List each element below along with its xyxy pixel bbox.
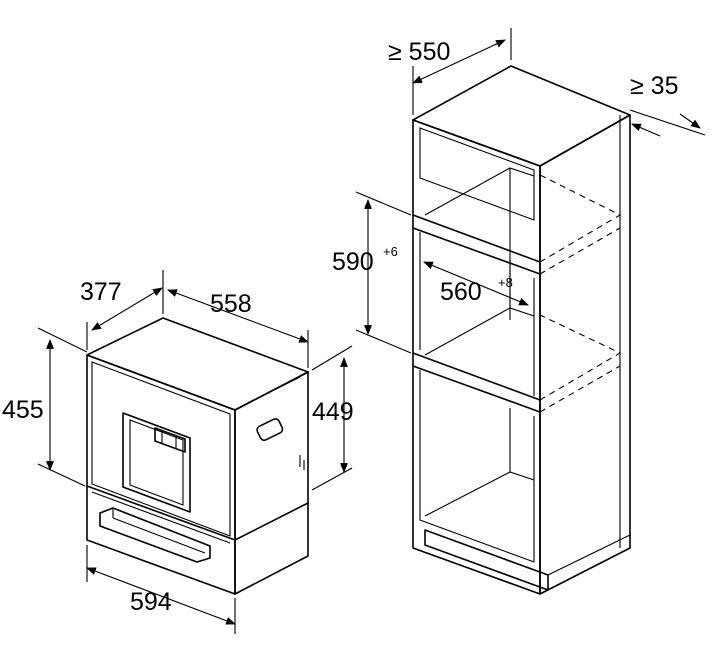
appliance-drawing (86, 317, 309, 595)
dispenser-opening (122, 412, 191, 513)
drawer-separator (86, 485, 309, 541)
upper-shelf-front (412, 214, 541, 263)
dim-cabinet-depth: ≥ 550 (388, 38, 450, 66)
coffee-spout (154, 427, 186, 453)
hidden-shelf-upper (539, 174, 622, 263)
cabinet-top-face (412, 65, 631, 167)
dim-niche-height-tolerance: +6 (383, 244, 398, 259)
drawer-top-edge (91, 491, 231, 544)
dim-niche-height: 590 (332, 248, 374, 276)
dim-niche-width-tolerance: +8 (498, 275, 513, 290)
appliance-side-face (234, 371, 309, 595)
appliance-front-panel (91, 361, 231, 537)
dim-appliance-height-right: 449 (312, 398, 354, 426)
lower-shelf-front (412, 352, 541, 401)
cabinet-front-frame (412, 119, 541, 595)
dim-cabinet-gap: ≥ 35 (630, 72, 678, 100)
dim-appliance-height: 455 (2, 396, 44, 424)
cabinet-drawing (412, 65, 631, 595)
dim-niche-width: 560 (440, 278, 482, 306)
dimension-lines (37, 28, 706, 634)
dim-appliance-depth: 377 (80, 278, 122, 306)
cabinet-plinth (424, 529, 549, 591)
dim-appliance-width-front: 594 (130, 588, 172, 616)
hidden-shelf-lower (539, 314, 622, 401)
appliance-front-face (86, 354, 236, 595)
lower-shelf-bottom (412, 365, 541, 413)
drawer-handle (99, 507, 211, 563)
upper-shelf-bottom (412, 227, 541, 275)
cabinet-side-face (539, 114, 631, 595)
dim-appliance-width-top: 558 (210, 290, 252, 318)
side-vent (256, 418, 284, 442)
